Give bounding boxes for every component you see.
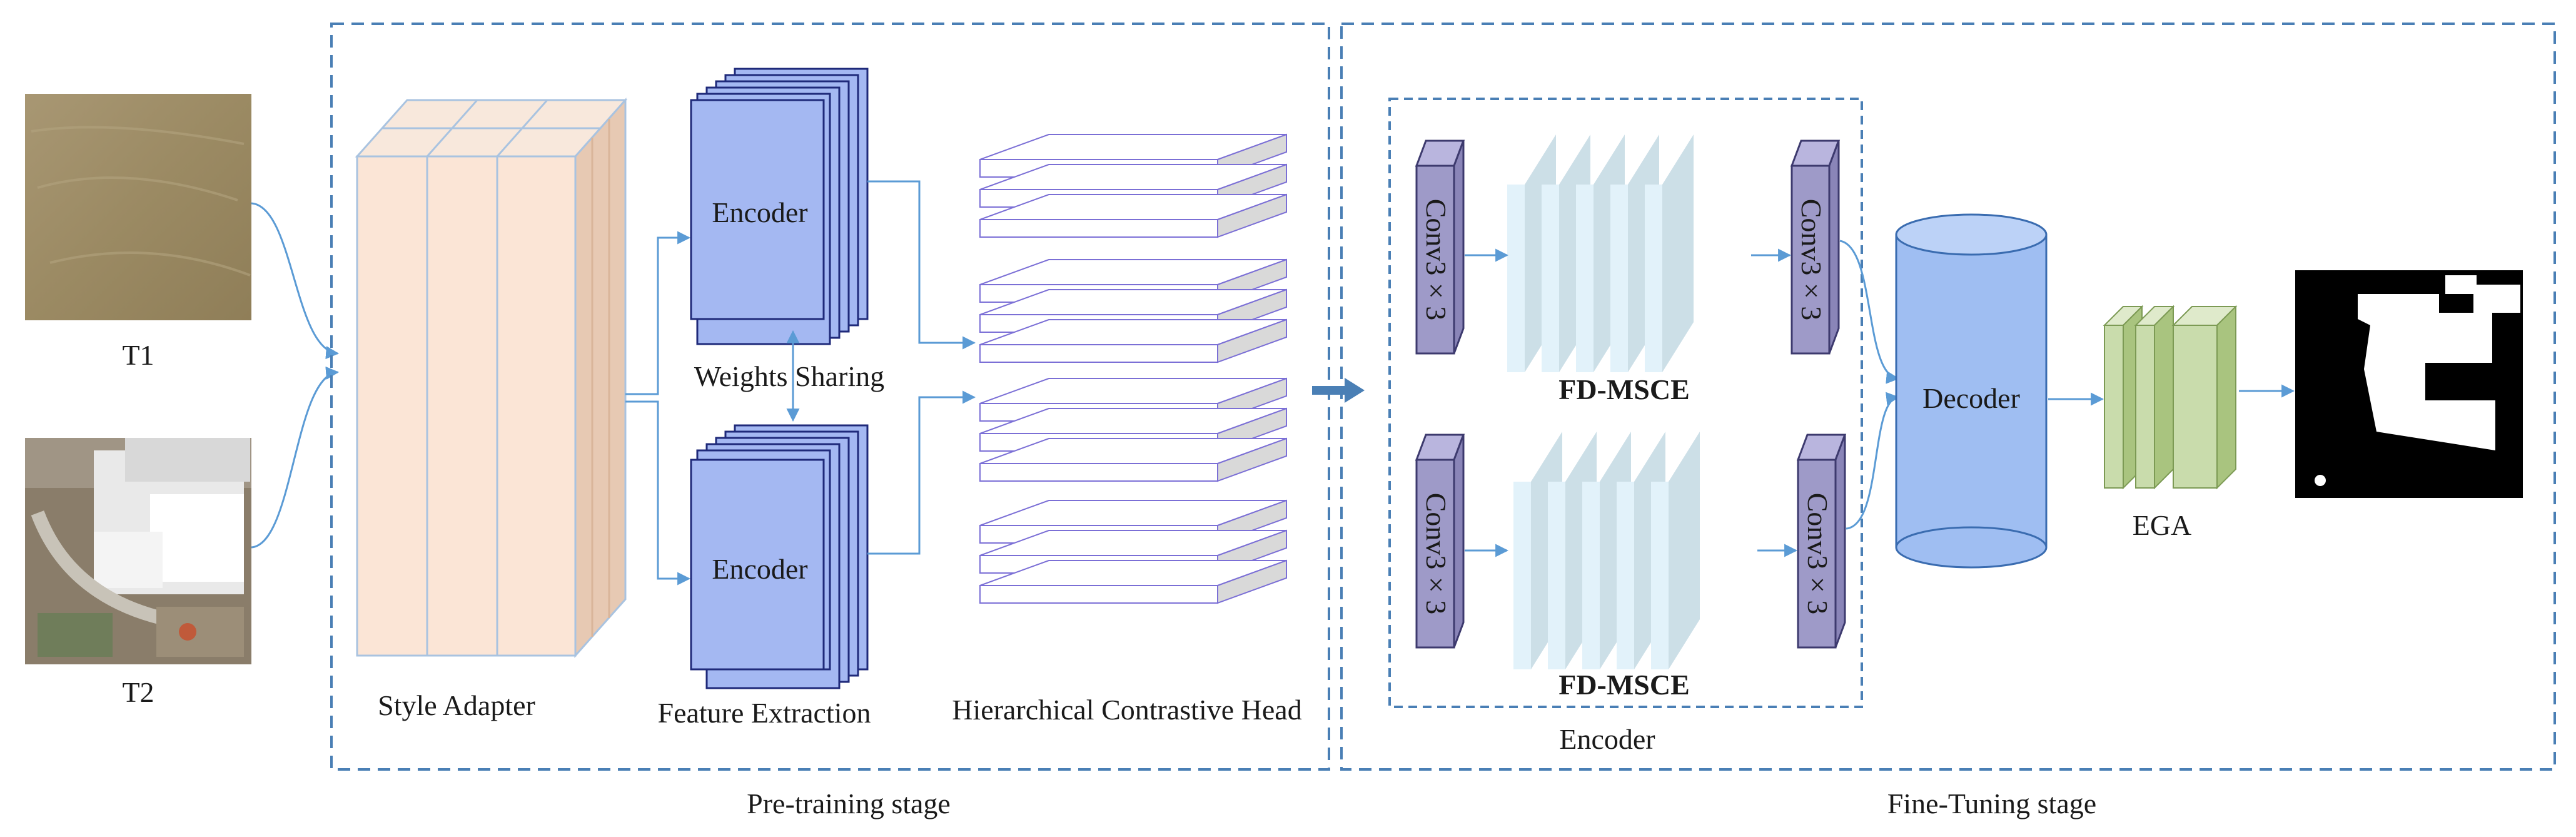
hch-label: Hierarchical Contrastive Head [952,694,1301,726]
finetuning-encoder-label: Encoder [1559,723,1655,755]
conv-top-right-label: Conv3 × 3 [1796,199,1827,321]
fd-msce-bottom-label: FD-MSCE [1558,669,1690,701]
conv-top-left-label: Conv3 × 3 [1420,199,1452,321]
hch-slab [979,559,1287,604]
ega-block [2103,305,2238,490]
ega-label: EGA [2133,509,2192,541]
hierarchical-contrastive-head [979,133,1287,604]
t1-label: T1 [122,339,154,371]
encoder-top-label: Encoder [712,196,807,228]
arrow-encoder-bottom-to-hch [867,390,976,555]
arrow-t2-to-adapter [251,366,340,549]
hch-slab [979,318,1287,363]
conv-block-bottom-right [1796,434,1847,649]
encoder-stack-top [690,68,869,345]
conv-block-bottom-left [1415,434,1465,649]
encoder-stack-bottom [690,424,869,689]
arrow-encoder-top-to-hch [867,180,976,350]
fd-msce-top-stack [1507,134,1694,372]
finetuning-stage-label: Fine-Tuning stage [1887,788,2096,819]
fd-msce-bottom-stack [1513,432,1700,669]
ega-layer [2134,305,2175,490]
output-change-map [2295,270,2523,498]
arrow-adapter-to-encoder-bottom [625,400,691,586]
fd-msce-layer [1645,134,1694,372]
decoder-cylinder [1895,213,2048,569]
arrow-adapter-to-encoder-top [625,231,691,395]
conv-block-top-left [1415,140,1465,355]
encoder-bottom-label: Encoder [712,553,807,585]
hch-slab [979,437,1287,482]
feature-extraction-label: Feature Extraction [657,697,871,729]
style-adapter-block [355,98,628,658]
ega-layer [2171,305,2238,490]
arrow-t1-to-adapter [251,202,340,360]
stage-transition-arrow [1312,378,1365,403]
t2-label: T2 [122,676,154,708]
style-adapter-label: Style Adapter [378,689,535,721]
fd-msce-top-label: FD-MSCE [1558,373,1690,405]
finetuning-encoder-border [1388,98,1863,708]
conv-block-top-right [1790,140,1841,355]
decoder-label: Decoder [1922,382,2020,414]
arrow-conv-top-to-decoder [1839,240,1900,384]
hch-slab [979,193,1287,238]
input-image-t1 [25,94,251,320]
finetuning-stage-border [1340,23,2556,771]
conv-bottom-left-label: Conv3 × 3 [1420,493,1452,615]
conv-bottom-right-label: Conv3 × 3 [1802,493,1834,615]
input-image-t2 [25,438,251,664]
arrow-conv-bottom-to-decoder [1846,392,1900,530]
fd-msce-layer [1651,432,1700,669]
weights-sharing-label: Weights Sharing [694,360,884,392]
pretraining-stage-border [330,23,1330,771]
pretraining-stage-label: Pre-training stage [747,788,951,819]
